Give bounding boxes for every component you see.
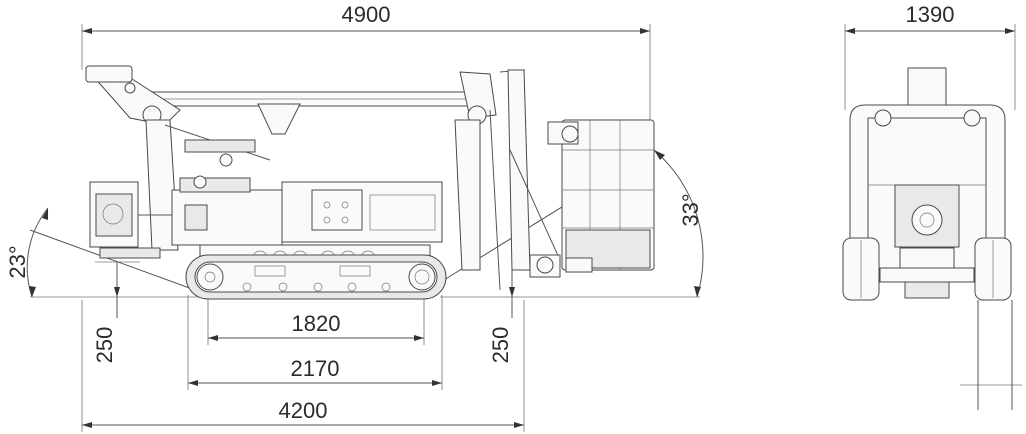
track-length-label: 2170 [291, 356, 340, 381]
front-view-machine [842, 67, 1012, 301]
front-clearance-label: 250 [488, 327, 513, 364]
overall-width-label: 1390 [906, 2, 955, 27]
dimension-lines [26, 24, 1022, 432]
front-slope-label: 33° [678, 193, 703, 226]
rear-slope-label: 23° [5, 245, 30, 278]
overall-length-label: 4900 [342, 2, 391, 27]
side-view-machine [84, 65, 655, 300]
rear-clearance-label: 250 [92, 327, 117, 364]
wheelbase-label: 1820 [292, 311, 341, 336]
dimension-labels: 4900 1390 1820 2170 4200 250 250 23° 33° [5, 2, 954, 423]
stowed-length-label: 4200 [279, 398, 328, 423]
